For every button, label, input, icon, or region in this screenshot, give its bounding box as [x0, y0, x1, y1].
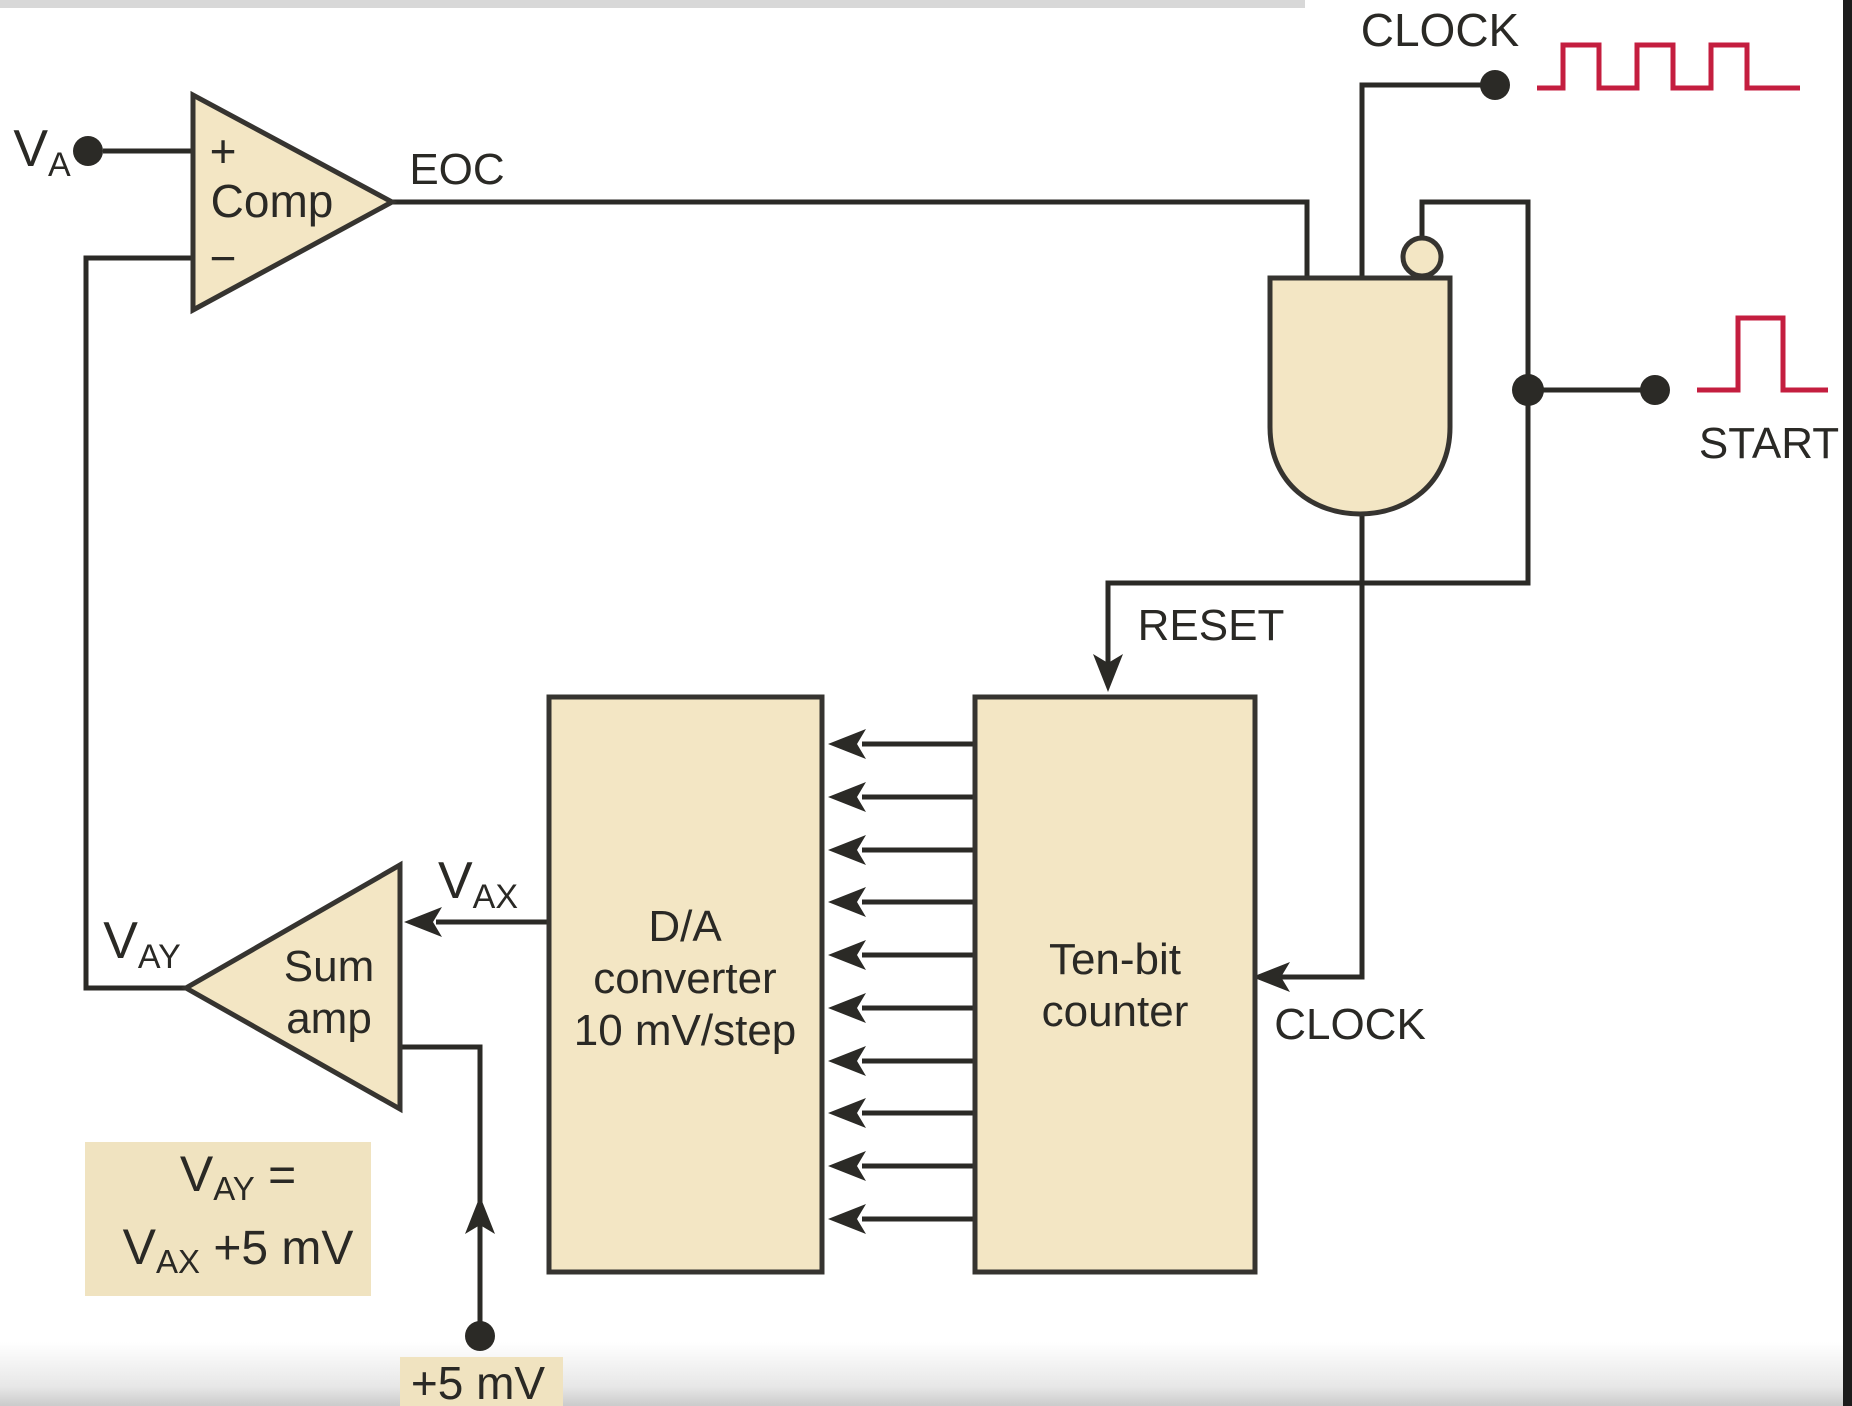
bus-arrow	[828, 835, 975, 865]
plus5mv-label-box	[400, 1357, 563, 1406]
equation-line2: VAX +5 mV	[123, 1218, 354, 1291]
counter-clock-label: CLOCK	[1274, 1000, 1426, 1049]
equation-line2-rest: +5 mV	[199, 1222, 354, 1275]
vay-label-main: V	[103, 912, 138, 970]
bus-arrow	[828, 782, 975, 812]
bus-arrow	[828, 887, 975, 917]
clock-terminal-dot	[1480, 70, 1510, 100]
vay-label: VAY	[103, 911, 181, 977]
dac-block	[546, 694, 825, 1275]
vay-label-sub: AY	[137, 938, 181, 976]
plus5mv-terminal-dot	[465, 1321, 495, 1351]
sum-amp-label-line2: amp	[286, 994, 372, 1043]
start-junction-dot	[1512, 374, 1544, 406]
counter-label-line1: Ten-bit	[1048, 935, 1182, 984]
va-label-main: V	[13, 120, 48, 178]
bus-arrow	[828, 1098, 975, 1128]
clock-top-label: CLOCK	[1360, 4, 1520, 56]
bottom-gradient	[0, 1342, 1843, 1406]
sum-amp-triangle	[180, 860, 403, 1114]
dac-label-line2: converter	[593, 954, 777, 1003]
clock-wire	[1359, 82, 1495, 278]
plus5mv-wire	[400, 1044, 483, 1336]
top-border-bar	[0, 0, 1305, 8]
equation-note-box	[85, 1142, 371, 1296]
equation-line1-sub: AY	[213, 1170, 255, 1207]
counter-block	[972, 694, 1258, 1275]
counter-label-line2: counter	[1041, 987, 1189, 1036]
comparator-minus-input: −	[209, 232, 237, 284]
and-gate	[1267, 275, 1453, 517]
sum-amp-label-line1: Sum	[283, 942, 375, 991]
bus-arrow	[828, 729, 975, 759]
va-terminal-dot	[73, 136, 103, 166]
bus-arrow	[828, 1204, 975, 1234]
equation-line1-v: V	[179, 1146, 214, 1202]
va-label-sub: A	[48, 146, 71, 184]
bus-arrow	[828, 1151, 975, 1181]
comparator-name: Comp	[210, 175, 334, 227]
vax-label: VAX	[438, 851, 518, 917]
clock-waveform	[1537, 42, 1800, 91]
equation-line2-sub: AX	[155, 1243, 200, 1280]
feedback-wire-vay-to-minus	[83, 255, 193, 991]
bus-arrow	[828, 1046, 975, 1076]
vax-label-main: V	[437, 852, 473, 910]
equation-note: VAY = VAX +5 mV	[123, 1145, 354, 1291]
gate-output-to-counter-wire	[1280, 516, 1365, 980]
right-border-strip	[1843, 0, 1852, 1406]
equation-line1-rest: =	[254, 1149, 297, 1202]
start-label: START	[1698, 419, 1840, 468]
reset-label: RESET	[1137, 601, 1285, 650]
equation-line1: VAY =	[123, 1145, 354, 1218]
dac-label: D/A converter 10 mV/step	[574, 901, 797, 1057]
equation-line2-v: V	[122, 1219, 156, 1275]
plus5mv-label: +5 mV	[410, 1357, 546, 1406]
start-terminal-dot	[1640, 375, 1670, 405]
eoc-wire	[392, 199, 1310, 278]
bus-arrow	[828, 940, 975, 970]
gate-inverting-bubble	[1400, 235, 1444, 279]
va-label: VA	[13, 119, 70, 185]
dac-label-line1: D/A	[648, 902, 722, 951]
start-waveform	[1697, 315, 1828, 393]
ten-bit-bus	[828, 729, 975, 1234]
dac-label-line3: 10 mV/step	[573, 1006, 797, 1055]
comparator-plus-input: +	[209, 125, 237, 177]
comparator-triangle	[190, 90, 398, 315]
sum-amp-label: Sum amp	[284, 941, 374, 1045]
eoc-label: EOC	[409, 145, 505, 194]
counter-label: Ten-bit counter	[1042, 934, 1189, 1038]
vax-label-sub: AX	[472, 878, 519, 916]
bus-arrow	[828, 993, 975, 1023]
